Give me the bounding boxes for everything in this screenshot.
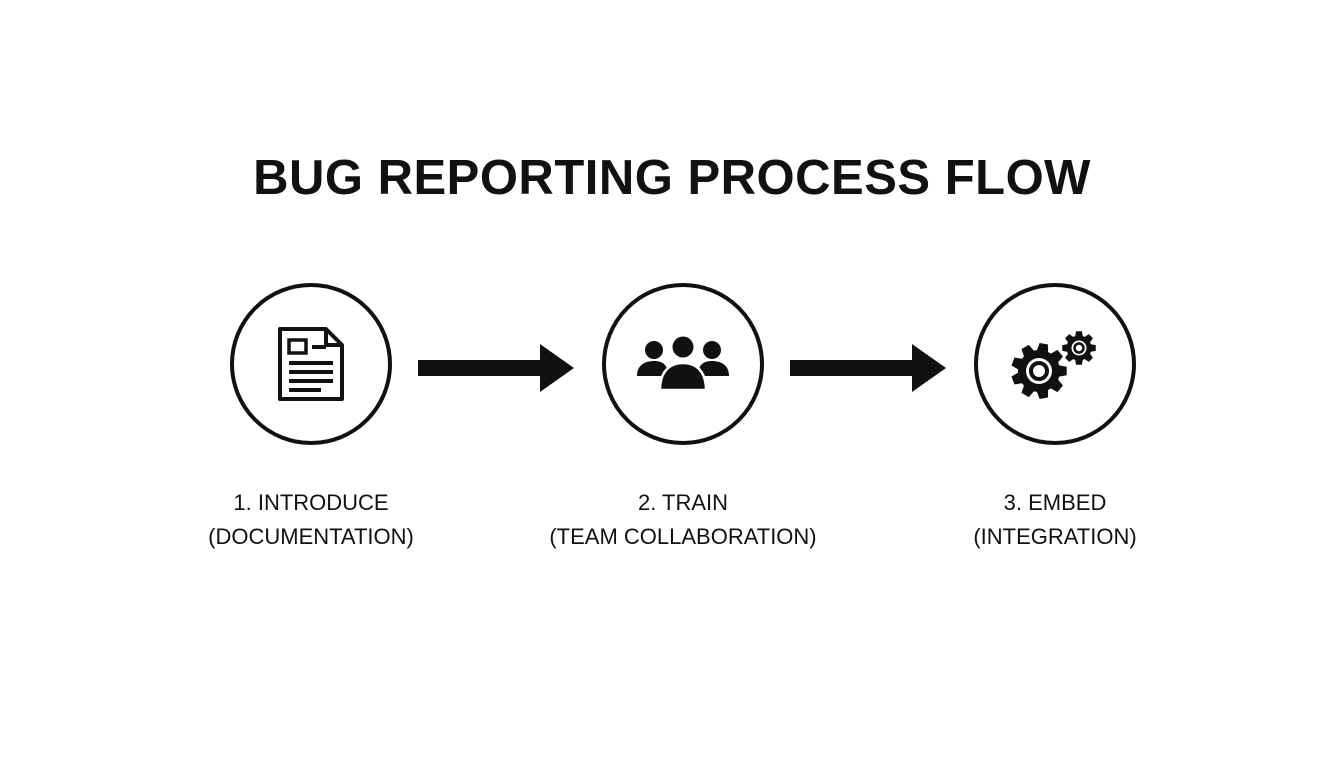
arrow-right-icon [790, 344, 946, 392]
step-title: 1. INTRODUCE [233, 490, 389, 515]
diagram-title: BUG REPORTING PROCESS FLOW [253, 151, 1091, 205]
step-embed: 3. EMBED (INTEGRATION) [905, 283, 1205, 554]
step-subtitle: (DOCUMENTATION) [208, 524, 414, 549]
step-label: 1. INTRODUCE (DOCUMENTATION) [208, 486, 414, 554]
team-icon [637, 335, 729, 392]
gears-icon [1011, 331, 1096, 399]
step-circle [974, 283, 1136, 445]
step-introduce: 1. INTRODUCE (DOCUMENTATION) [161, 283, 461, 554]
document-icon [278, 327, 344, 401]
gear-small-icon [1062, 331, 1096, 365]
step-train: 2. TRAIN (TEAM COLLABORATION) [533, 283, 833, 554]
step-circle [230, 283, 392, 445]
step-title: 3. EMBED [1003, 490, 1107, 515]
step-subtitle: (INTEGRATION) [973, 524, 1137, 549]
step-circle [602, 283, 764, 445]
step-label: 3. EMBED (INTEGRATION) [973, 486, 1136, 554]
step-label: 2. TRAIN (TEAM COLLABORATION) [549, 486, 816, 554]
arrow-right-icon [418, 344, 574, 392]
gear-large-icon [1011, 343, 1067, 399]
step-subtitle: (TEAM COLLABORATION) [549, 524, 817, 549]
step-title: 2. TRAIN [637, 490, 729, 515]
